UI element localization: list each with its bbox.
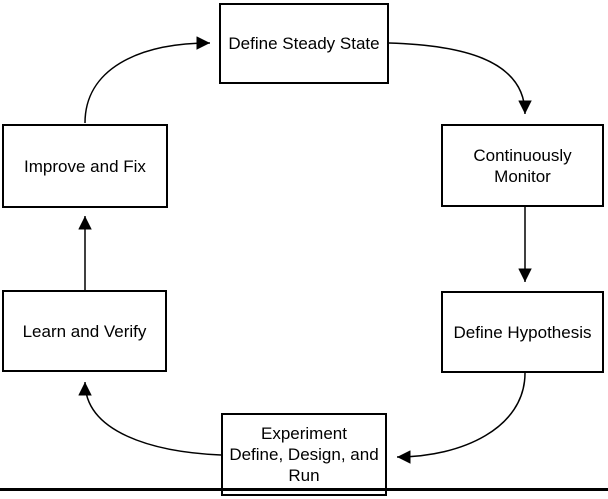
edge-steady-state-to-monitor <box>388 42 532 115</box>
node-experiment-label: Experiment Define, Design, and Run <box>229 424 379 485</box>
edge-improve-to-steady-state <box>84 36 211 124</box>
node-define-steady-state-label: Define Steady State <box>228 34 380 53</box>
node-experiment: Experiment Define, Design, and Run <box>221 413 387 496</box>
image-bottom-edge-line <box>0 488 608 491</box>
edge-hypothesis-to-experiment <box>396 372 526 464</box>
node-define-hypothesis-label: Define Hypothesis <box>453 322 592 342</box>
node-learn-and-verify-label: Learn and Verify <box>22 321 147 341</box>
node-learn-and-verify: Learn and Verify <box>2 290 167 372</box>
node-continuously-monitor: Continuously Monitor <box>441 124 604 207</box>
node-improve-and-fix: Improve and Fix <box>2 124 168 208</box>
node-define-steady-state: Define Steady State <box>219 3 389 84</box>
node-improve-and-fix-label: Improve and Fix <box>24 156 146 176</box>
node-define-hypothesis: Define Hypothesis <box>441 291 604 373</box>
edge-experiment-to-learn <box>78 381 222 456</box>
node-continuously-monitor-label: Continuously Monitor <box>473 145 572 186</box>
